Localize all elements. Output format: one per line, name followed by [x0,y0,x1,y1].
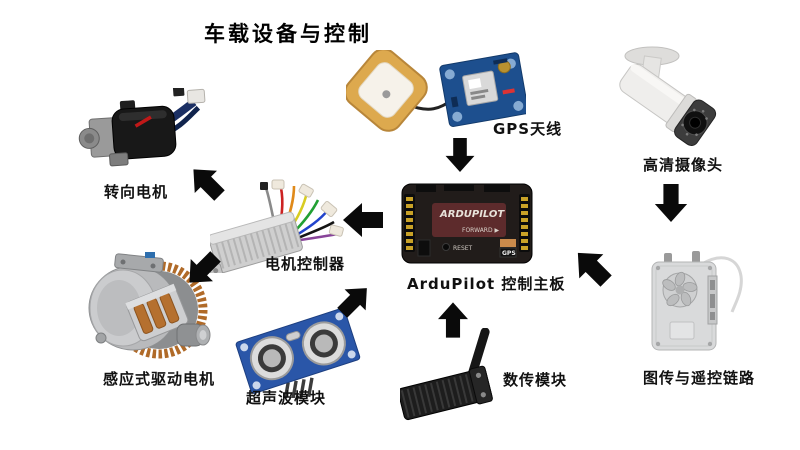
ultrasonic-module-label: 超声波模块 [246,389,327,407]
board-forward-text: FORWARD ▶ [462,227,500,234]
arrow-controller-to-induction [189,251,221,283]
telemetry-module-image [400,328,493,421]
page-title: 车载设备与控制 [204,22,372,46]
video-link-label: 图传与遥控链路 [643,369,756,387]
arrow-ultrasonic-to-ardupilot [337,288,367,318]
gps-module-image [346,50,526,132]
ultrasonic-module-image [235,307,361,398]
arrow-telemetry-to-ardupilot [438,302,468,338]
steering-motor-label: 转向电机 [104,183,169,201]
board-gps-text: GPS [502,250,516,257]
telemetry-module-label: 数传模块 [503,371,568,389]
video-link-image [651,251,743,351]
arrow-link-to-ardupilot [577,252,612,287]
hd-camera-label: 高清摄像头 [643,156,724,174]
motor-controller-label: 电机控制器 [265,255,346,273]
steering-motor-image [78,88,206,167]
induction-motor-image [88,252,211,359]
arrow-camera-to-link [654,184,688,222]
hd-camera-image [619,46,717,146]
arrow-gps-to-ardupilot [445,138,475,172]
ardupilot-board-label: ArduPilot 控制主板 [407,275,566,293]
ardupilot-board-image: ARDUPILOT FORWARD ▶ RESET GPS [401,183,533,264]
board-reset-text: RESET [453,245,473,252]
motor-controller-image [210,179,344,273]
arrow-ardupilot-to-controller [343,203,383,237]
board-brand-text: ARDUPILOT [439,209,505,220]
arrow-controller-to-steering [193,169,225,201]
gps-antenna-label: GPS天线 [493,120,563,138]
induction-motor-label: 感应式驱动电机 [103,370,216,388]
